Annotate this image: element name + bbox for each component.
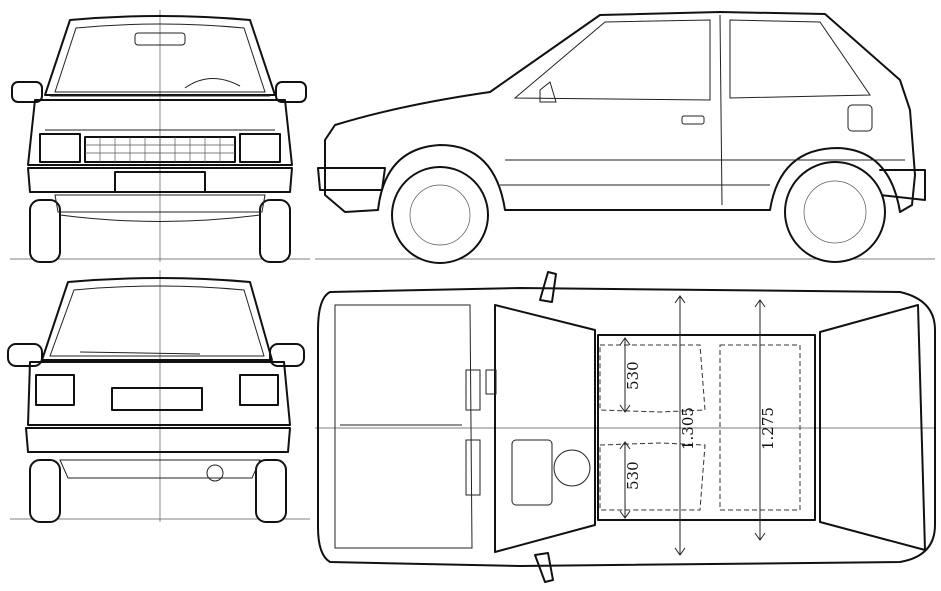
right-headlight: [239, 133, 281, 163]
side-front-wheel: [391, 166, 489, 264]
top-view: 530 530 1.305 1.275: [315, 271, 936, 583]
front-license-plate: [114, 171, 206, 193]
top-left-mirror: [539, 271, 557, 303]
top-windshield: [494, 304, 596, 553]
side-front-bumper: [317, 167, 386, 191]
front-right-seat: [599, 442, 706, 511]
dim-rear-interior-width: 1.275: [759, 407, 777, 450]
front-right-tire: [259, 199, 291, 263]
top-right-mirror: [534, 552, 554, 583]
side-body: [324, 11, 916, 213]
rear-license-plate: [111, 387, 203, 411]
left-mirror: [11, 81, 43, 103]
rear-bumper: [25, 427, 291, 453]
door-handle: [681, 115, 705, 125]
rear-roof: [41, 277, 273, 361]
front-bumper: [27, 167, 293, 193]
right-mirror: [275, 81, 307, 103]
rear-view: [7, 270, 310, 523]
windshield: [54, 23, 266, 93]
rear-left-mirror: [7, 343, 43, 367]
top-vent-left: [465, 369, 481, 411]
rear-window: [49, 285, 265, 357]
dim-front-seat-width: 530: [624, 361, 642, 390]
top-dashboard: [511, 439, 553, 506]
rear-body: [27, 361, 291, 426]
side-front-window: [513, 19, 711, 101]
side-mirror: [539, 81, 557, 103]
top-body: [317, 287, 936, 567]
dimension-lines: [619, 295, 766, 556]
front-roof: [44, 15, 276, 96]
rear-left-taillight: [35, 374, 75, 406]
front-body: [27, 99, 293, 166]
side-rear-window: [729, 19, 871, 99]
top-steering-wheel: [553, 449, 591, 487]
rear-right-taillight: [239, 374, 279, 406]
front-view: [10, 10, 310, 263]
side-view: [315, 11, 935, 264]
front-left-tire: [29, 199, 61, 263]
top-vent-right: [485, 369, 497, 395]
side-rear-bumper: [879, 169, 926, 201]
rear-view-mirror: [134, 32, 186, 46]
fuel-door: [847, 104, 873, 132]
top-roof-opening: [597, 334, 816, 521]
side-rear-wheel: [784, 161, 886, 263]
top-vent-lower: [465, 439, 481, 496]
dim-rear-seat-width: 530: [624, 461, 642, 490]
top-hood: [334, 304, 473, 549]
rear-seat: [719, 344, 801, 511]
top-rear-window: [819, 304, 926, 551]
left-headlight: [39, 133, 81, 163]
steering-wheel-outline: [184, 78, 241, 89]
rear-left-tire: [29, 459, 61, 523]
rear-right-tire: [255, 459, 287, 523]
front-left-seat: [599, 344, 706, 413]
dim-front-interior-width: 1.305: [679, 407, 697, 450]
